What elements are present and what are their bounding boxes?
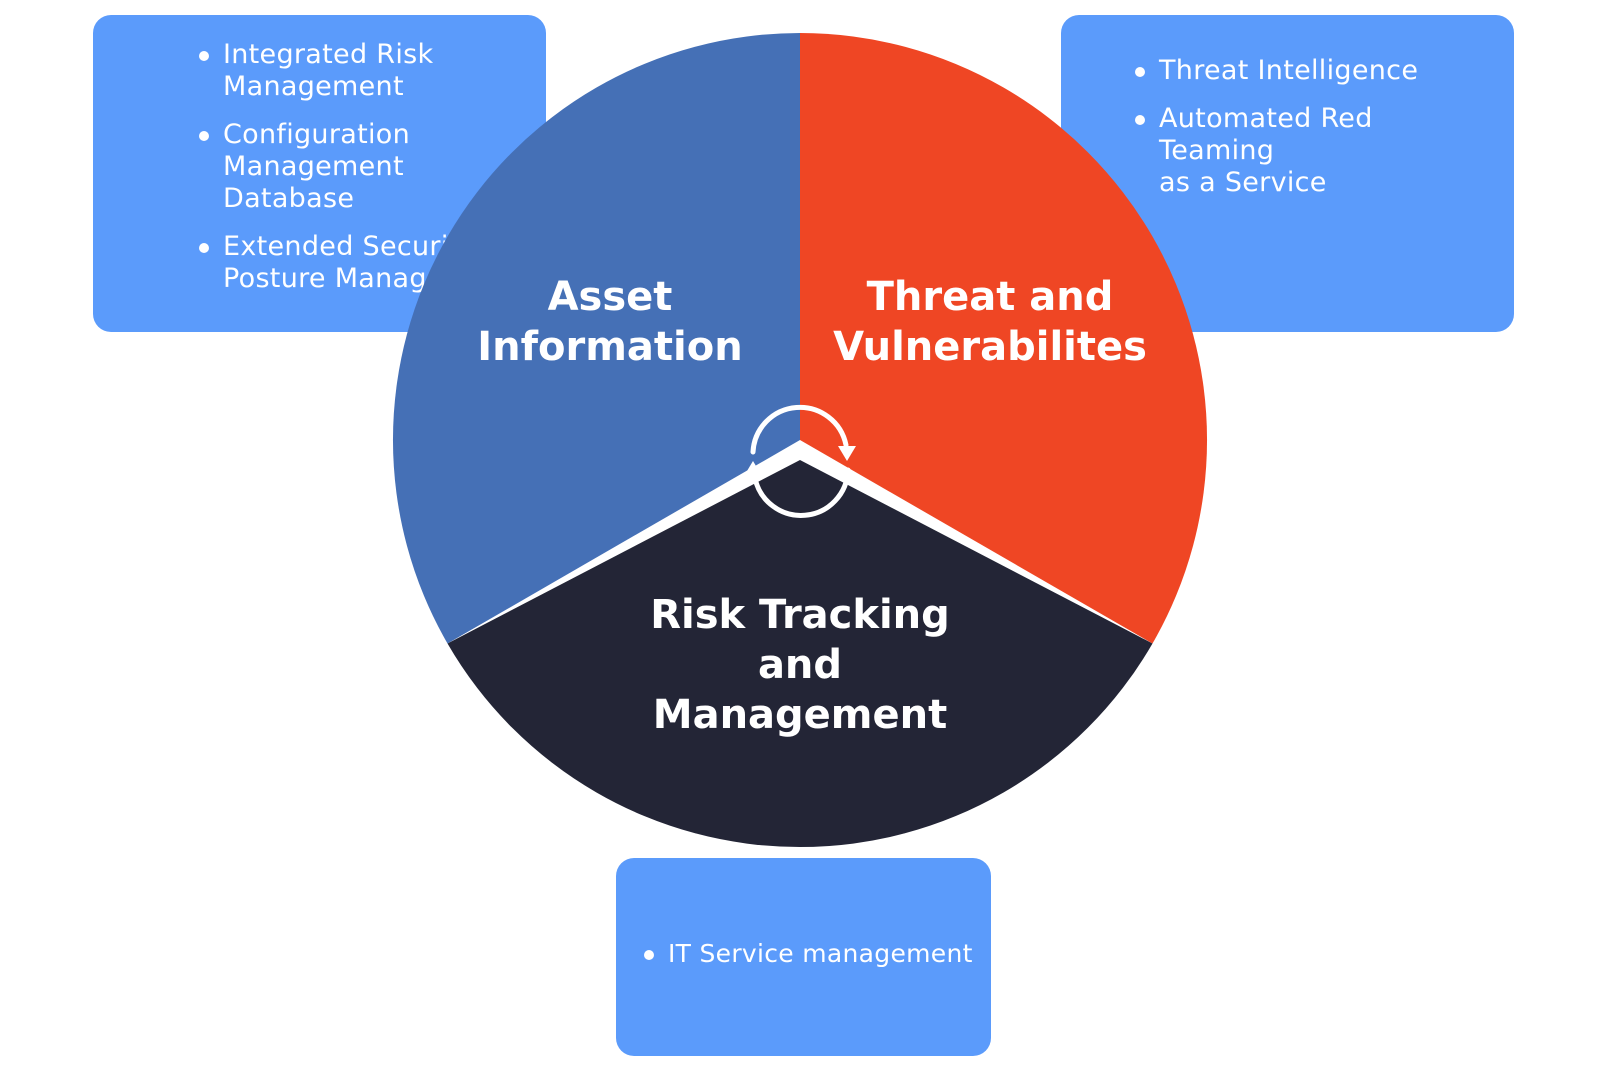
asset-info-box: Integrated Risk Management Configuration… xyxy=(93,15,546,332)
risk-items-list: IT Service management xyxy=(644,938,981,970)
asset-items-list: Integrated Risk Management Configuration… xyxy=(199,39,526,295)
threat-item: Automated Red Teaming as a Service xyxy=(1135,103,1494,199)
asset-information-label: Asset Information xyxy=(477,274,743,370)
asset-item: Configuration Management Database xyxy=(199,119,526,215)
risk-segment xyxy=(447,460,1153,848)
risk-tracking-label: Risk Tracking and Management xyxy=(650,592,950,738)
cycle-arrows-icon xyxy=(744,404,856,518)
asset-segment xyxy=(392,33,800,644)
risk-item: IT Service management xyxy=(644,938,981,970)
threat-item: Threat Intelligence xyxy=(1135,55,1494,87)
threat-vulnerabilities-label: Threat and Vulnerabilites xyxy=(833,274,1147,370)
threat-items-list: Threat Intelligence Automated Red Teamin… xyxy=(1135,55,1494,199)
risk-info-box: IT Service management xyxy=(616,858,991,1056)
asset-item: Integrated Risk Management xyxy=(199,39,526,103)
threat-segment xyxy=(800,33,1208,644)
